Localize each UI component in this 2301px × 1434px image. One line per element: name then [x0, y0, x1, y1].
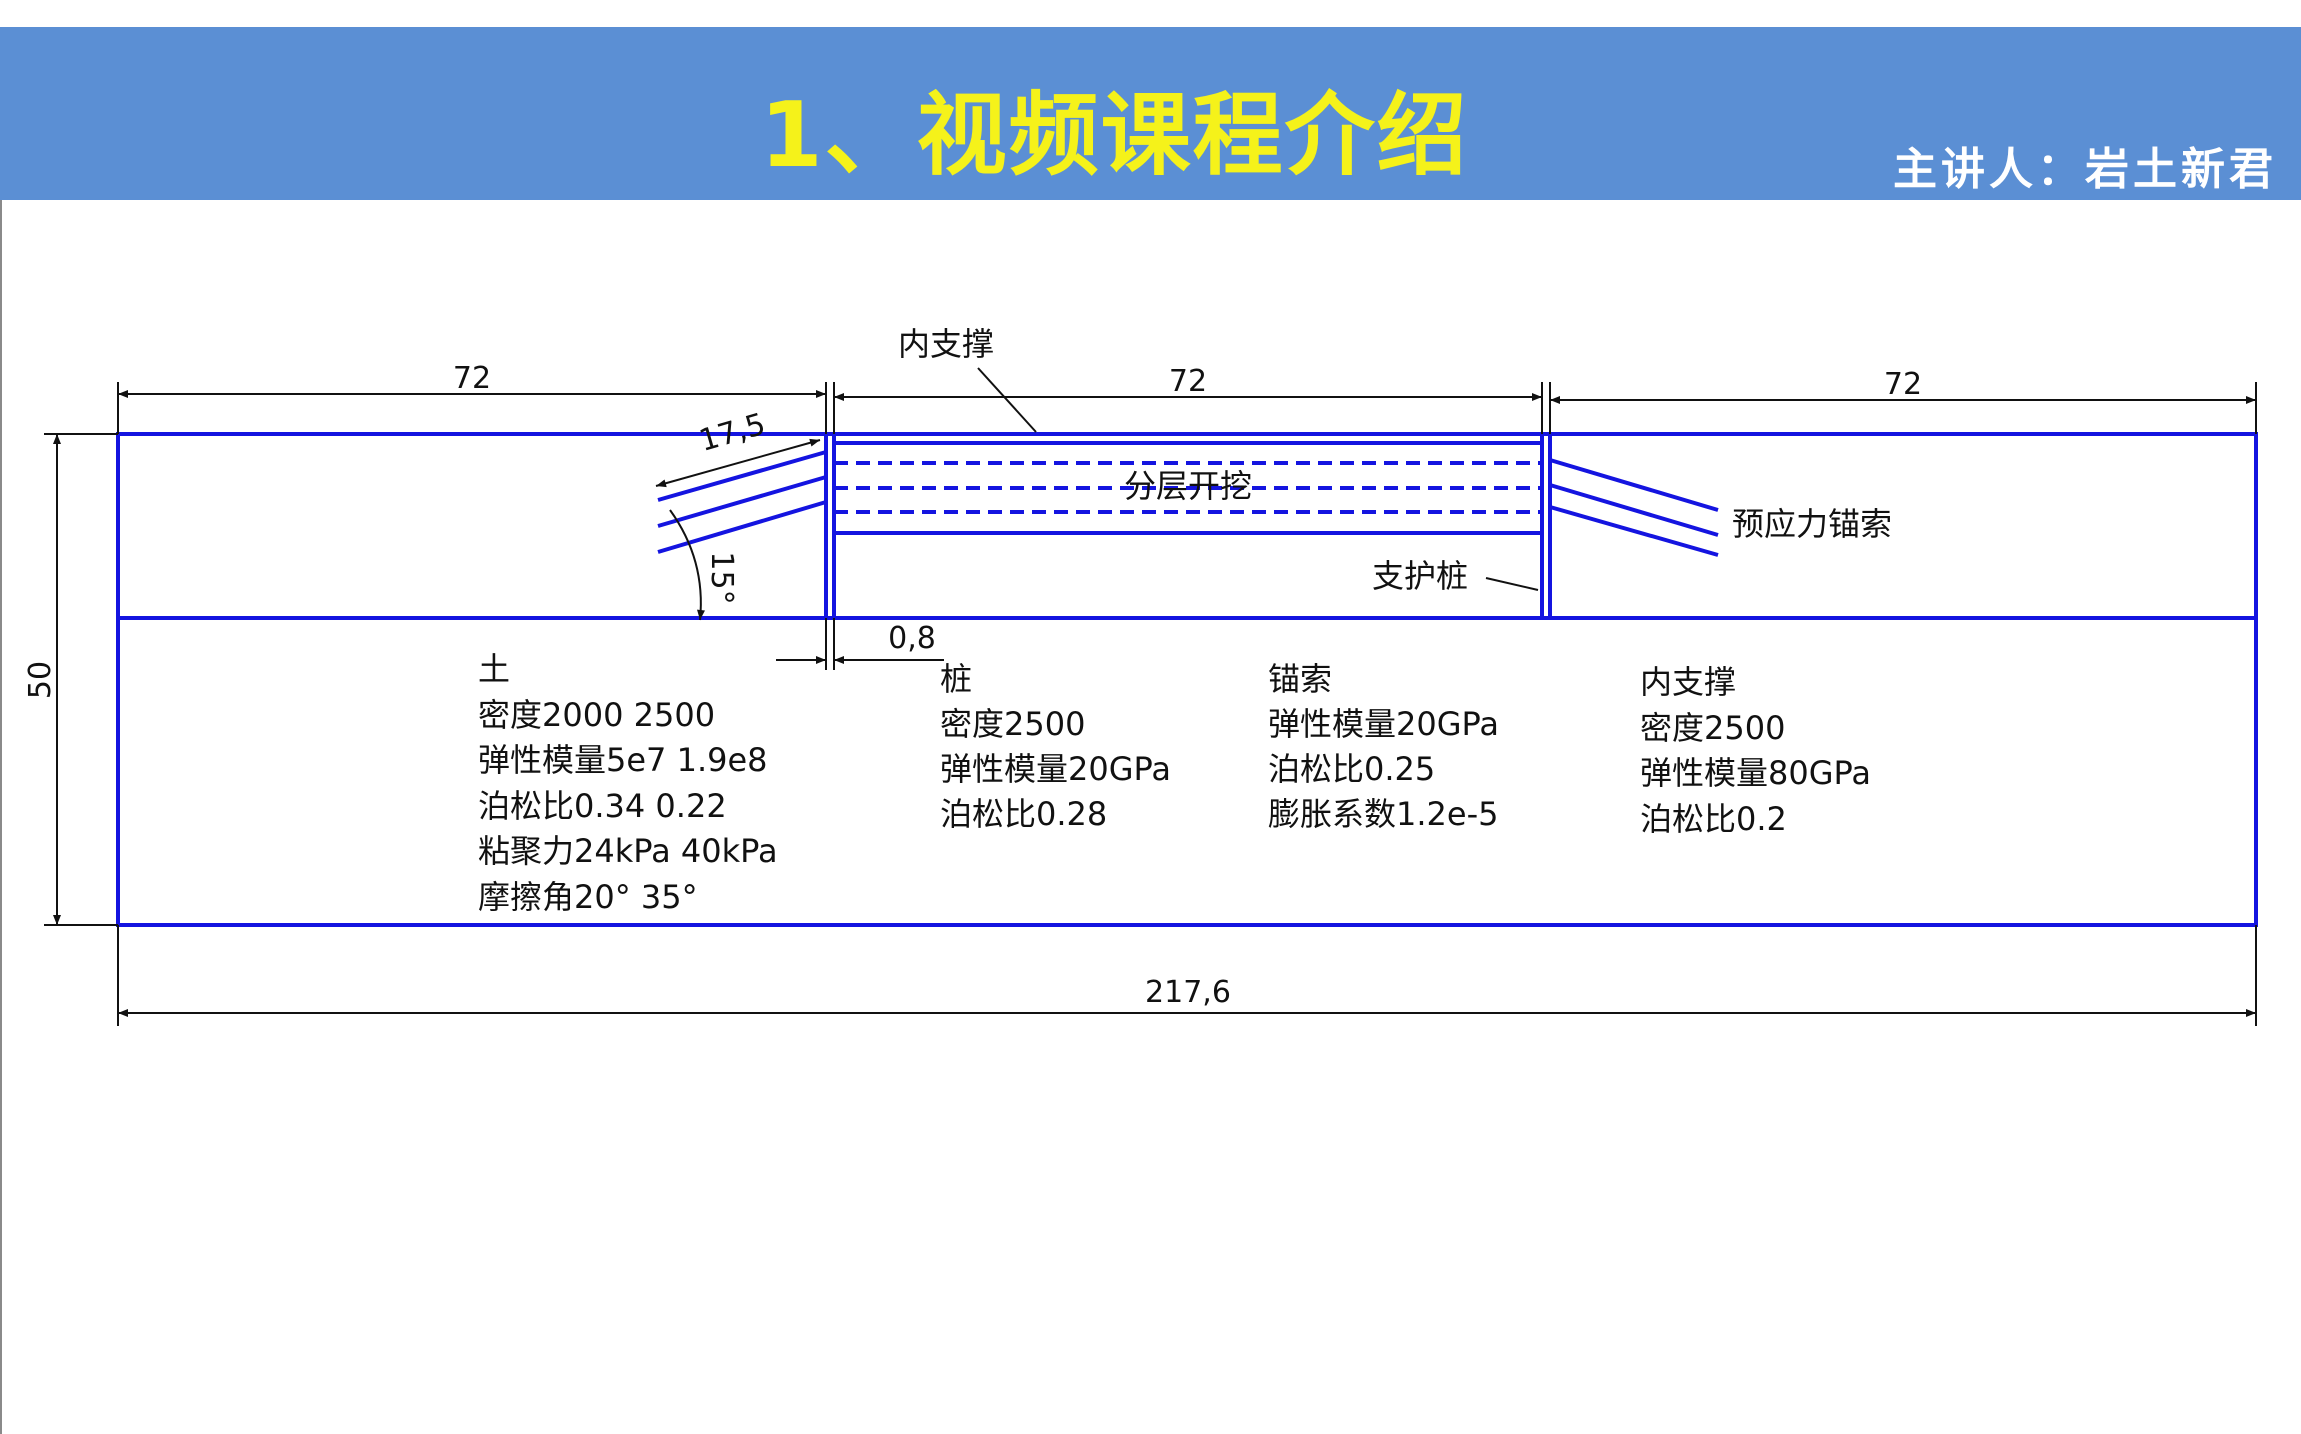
- pile-leader: [1485, 577, 1539, 591]
- pile-line: 弹性模量20GPa: [940, 750, 1171, 788]
- slide-border: [0, 200, 2, 1434]
- right-anchor-1: [1549, 458, 1719, 512]
- dim-total-label: 217,6: [1145, 975, 1231, 1010]
- anchor-line: 膨胀系数1.2e-5: [1268, 795, 1499, 833]
- title-bar: [0, 27, 2301, 200]
- left-anchor-2: [657, 475, 827, 528]
- dim-right-label: 72: [1884, 367, 1922, 402]
- pile-label: 支护桩: [1372, 557, 1468, 595]
- slide-title: 1、视频课程介绍: [760, 83, 1469, 188]
- strut-properties: 内支撑 密度2500 弹性模量80GPa 泊松比0.2: [1640, 663, 1871, 838]
- strut-label: 内支撑: [898, 325, 994, 363]
- dim-anchor-angle-label: 15°: [704, 551, 739, 604]
- soil-line: 泊松比0.34 0.22: [478, 787, 727, 825]
- anchor-title: 锚索: [1268, 660, 1332, 698]
- strut-line: 密度2500: [1640, 709, 1785, 747]
- soil-properties: 土 密度2000 2500 弹性模量5e7 1.9e8 泊松比0.34 0.22…: [478, 650, 778, 916]
- anchor-line: 泊松比0.25: [1268, 750, 1435, 788]
- dim-anchor-length-label: 17,5: [695, 407, 769, 459]
- pile-title: 桩: [940, 660, 972, 698]
- dimensions: [44, 367, 2257, 1026]
- structure: [116, 432, 2258, 927]
- soil-line: 摩擦角20° 35°: [478, 878, 698, 916]
- pile-line: 泊松比0.28: [940, 795, 1107, 833]
- model-boundary: [116, 432, 2258, 927]
- left-anchor-3: [657, 500, 827, 554]
- excavation-label: 分层开挖: [1124, 467, 1252, 505]
- strut-leader: [977, 367, 1037, 433]
- dim-height-label: 50: [23, 661, 58, 699]
- dim-middle-label: 72: [1169, 364, 1207, 399]
- soil-line: 粘聚力24kPa 40kPa: [478, 832, 778, 870]
- right-anchor-2: [1549, 483, 1719, 537]
- strut-title: 内支撑: [1640, 663, 1736, 701]
- anchor-properties: 锚索 弹性模量20GPa 泊松比0.25 膨胀系数1.2e-5: [1268, 660, 1499, 833]
- anchor-line: 弹性模量20GPa: [1268, 705, 1499, 743]
- strut-line: 弹性模量80GPa: [1640, 754, 1871, 792]
- left-anchor-1: [657, 450, 827, 502]
- dim-anchor-length: [655, 438, 821, 488]
- anchor-label: 预应力锚索: [1732, 505, 1892, 543]
- pile-line: 密度2500: [940, 705, 1085, 743]
- right-anchor-3: [1549, 505, 1719, 557]
- top-strip: [0, 0, 2301, 27]
- dim-left-label: 72: [453, 361, 491, 396]
- pile-properties: 桩 密度2500 弹性模量20GPa 泊松比0.28: [940, 660, 1171, 833]
- speaker-label: 主讲人：岩土新君: [1893, 144, 2277, 195]
- dim-anchor-angle: [669, 509, 705, 621]
- soil-line: 密度2000 2500: [478, 696, 715, 734]
- soil-title: 土: [478, 650, 510, 688]
- dim-pile-width-label: 0,8: [888, 621, 936, 656]
- soil-line: 弹性模量5e7 1.9e8: [478, 741, 768, 779]
- strut-line: 泊松比0.2: [1640, 800, 1787, 838]
